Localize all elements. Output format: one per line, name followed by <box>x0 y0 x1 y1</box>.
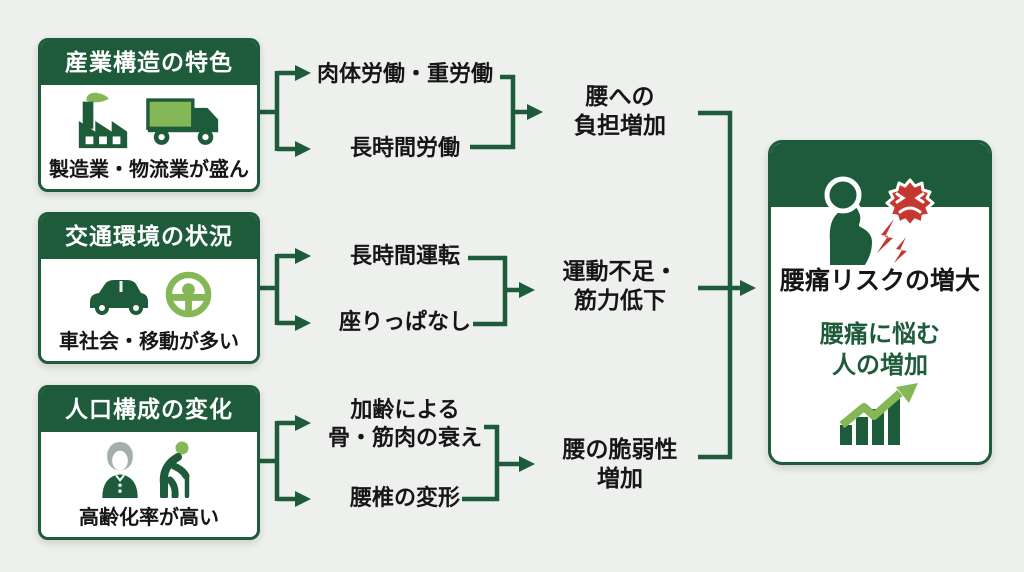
factor-long-hours: 長時間労働 <box>349 136 460 161</box>
outcome-subtitle: 腰痛に悩む 人の増加 <box>820 320 940 379</box>
source-box-population-header: 人口構成の変化 <box>41 388 257 432</box>
factor-spine-deformation: 腰椎の変形 <box>349 486 460 511</box>
truck-icon <box>146 97 219 145</box>
pain-burst-icon <box>885 178 935 228</box>
factory-icon <box>78 92 128 149</box>
factor-physical-labor: 肉体労働・重労働 <box>316 62 493 87</box>
source-box-industry-caption: 製造業・物流業が盛ん <box>49 157 249 181</box>
result-muscle-weakness: 運動不足・ 筋力低下 <box>562 259 678 314</box>
car-icon <box>89 280 148 315</box>
outcome-title: 腰痛リスクの増大 <box>779 266 980 295</box>
source-box-industry-header: 産業構造の特色 <box>41 41 257 85</box>
source-box-traffic: 交通環境の状況 車社会・移動が多い <box>38 212 260 364</box>
source-box-industry: 産業構造の特色 製造業・物流業が盛ん <box>38 38 260 192</box>
source-box-traffic-caption: 車社会・移動が多い <box>59 329 239 353</box>
outcome-header-band <box>771 143 989 207</box>
growth-chart-icon <box>839 383 918 445</box>
factor-long-driving: 長時間運転 <box>349 244 460 269</box>
elderly-man-icon <box>159 441 190 498</box>
source-box-traffic-header: 交通環境の状況 <box>41 215 257 259</box>
factor-aging-decline: 加齢による 骨・筋肉の衰え <box>327 398 482 451</box>
result-back-burden: 腰への 負担増加 <box>574 84 666 139</box>
source-box-population-caption: 高齢化率が高い <box>79 505 219 529</box>
source-box-traffic-title: 交通環境の状況 <box>65 224 233 250</box>
elderly-woman-icon <box>102 441 138 498</box>
factor-sitting: 座りっぱなし <box>338 310 471 335</box>
source-box-population-icons <box>41 432 257 501</box>
source-box-population: 人口構成の変化 高齢化率が高い <box>38 385 260 540</box>
source-box-population-title: 人口構成の変化 <box>65 397 233 423</box>
source-box-industry-icons <box>41 85 257 153</box>
source-box-industry-title: 産業構造の特色 <box>65 50 233 76</box>
outcome-box: 腰痛リスクの増大 腰痛に悩む 人の増加 <box>768 140 992 465</box>
lightning-bolt-icon <box>877 219 907 263</box>
back-pain-person-icon <box>824 176 935 267</box>
source-box-traffic-icons <box>41 259 257 325</box>
result-back-fragility: 腰の脆弱性 増加 <box>562 437 678 492</box>
steering-wheel-icon <box>165 271 211 317</box>
